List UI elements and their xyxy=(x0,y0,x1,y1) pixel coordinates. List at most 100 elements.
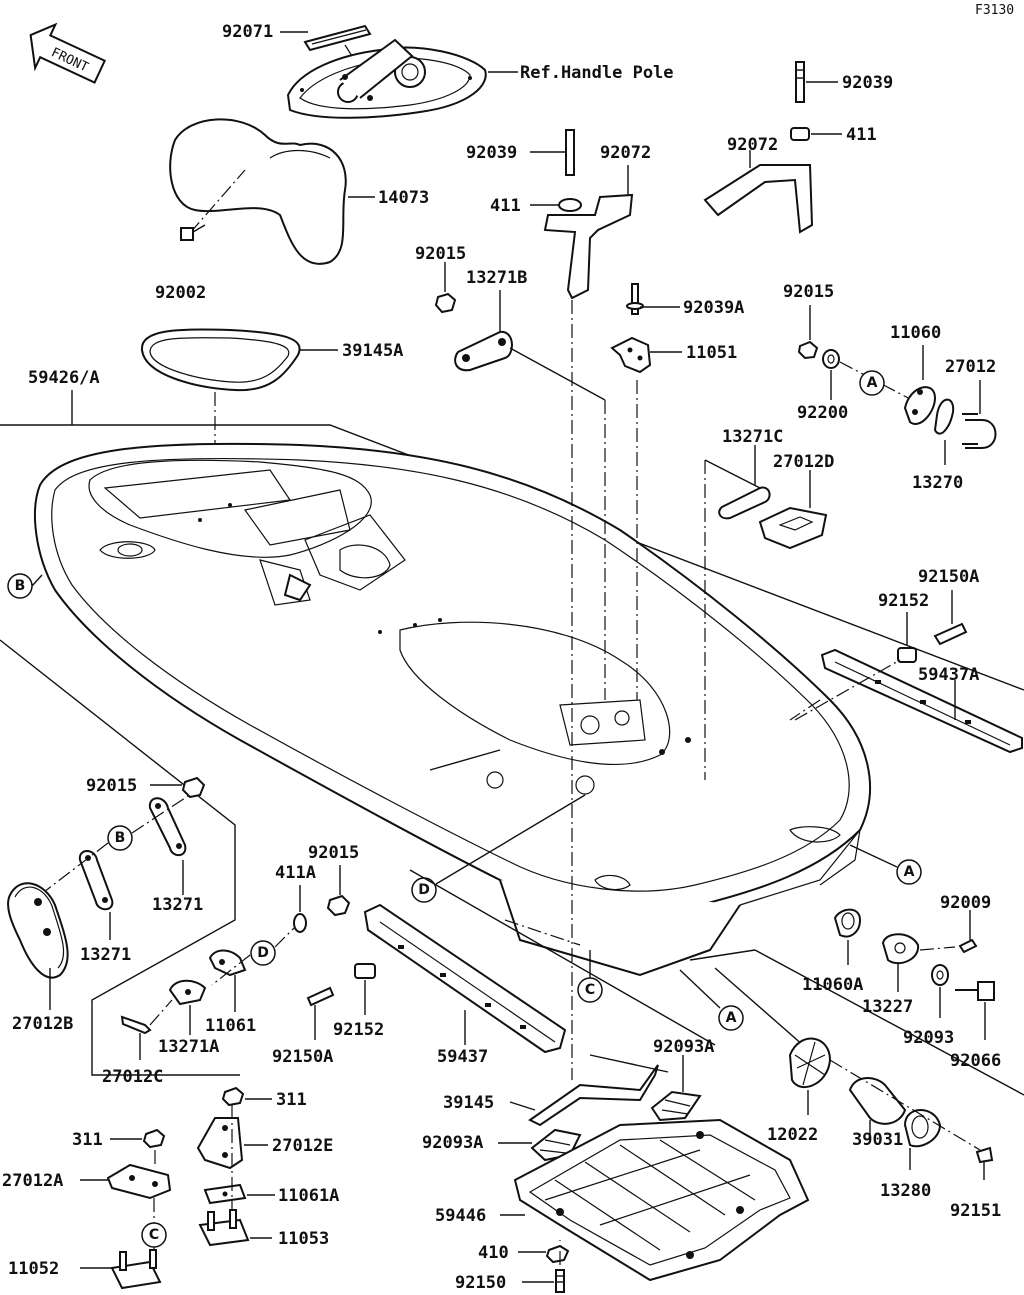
collar-92152-center xyxy=(354,963,376,979)
plate-11061 xyxy=(208,949,247,977)
marker-C-left: C xyxy=(141,1222,167,1248)
nut-92015-left xyxy=(181,776,206,799)
label-92150A-center: 92150A xyxy=(272,1047,333,1067)
bolt-92150 xyxy=(555,1269,565,1293)
seal-39145 xyxy=(528,1054,669,1127)
bolt-92039A xyxy=(626,283,644,315)
screw-92002 xyxy=(180,224,206,241)
svg-text:A: A xyxy=(867,375,878,391)
label-92151: 92151 xyxy=(950,1201,1001,1221)
gasket-13271A xyxy=(168,979,207,1006)
plate-13271-a xyxy=(148,797,187,857)
label-13271B: 13271B xyxy=(466,268,527,288)
nut-92015-center xyxy=(326,894,351,917)
label-411-mid: 411 xyxy=(490,196,521,216)
cover-11060A xyxy=(833,908,862,938)
label-27012D: 27012D xyxy=(773,452,834,472)
label-27012B: 27012B xyxy=(12,1014,73,1034)
label-13271C: 13271C xyxy=(722,427,783,447)
stud-11053 xyxy=(198,1209,250,1247)
fitting-13227 xyxy=(881,933,920,965)
label-92002: 92002 xyxy=(155,283,206,303)
svg-text:A: A xyxy=(726,1010,737,1026)
marker-A-top: A xyxy=(859,370,885,396)
nut-311-b xyxy=(142,1128,166,1149)
seal-39145A xyxy=(140,328,301,392)
screw-92009 xyxy=(958,938,978,954)
handle-pole-cover xyxy=(286,38,487,119)
label-11053: 11053 xyxy=(278,1229,329,1249)
clip-27012C xyxy=(120,1015,152,1035)
collar-92152-right xyxy=(897,647,917,663)
label-13270: 13270 xyxy=(912,473,963,493)
label-92152-right: 92152 xyxy=(878,591,929,611)
washer-411A xyxy=(293,913,307,933)
part-92071-strip xyxy=(303,24,372,52)
ubolt-27012 xyxy=(962,413,997,449)
marker-B-left-mid: B xyxy=(107,825,133,851)
label-11061: 11061 xyxy=(205,1016,256,1036)
nut-92015-right xyxy=(797,340,819,360)
label-92152-center: 92152 xyxy=(333,1020,384,1040)
marker-A-right: A xyxy=(849,844,922,885)
cover-27012B xyxy=(7,882,69,979)
bracket-92072-mid xyxy=(543,193,634,300)
label-311-b: 311 xyxy=(72,1130,103,1150)
label-12022: 12022 xyxy=(767,1125,818,1145)
label-14073: 14073 xyxy=(378,188,429,208)
label-13271A: 13271A xyxy=(158,1037,219,1057)
label-13271-b: 13271 xyxy=(80,945,131,965)
bolt-92150A-center xyxy=(306,986,335,1007)
label-92015-top: 92015 xyxy=(415,244,466,264)
washer-92093 xyxy=(931,964,949,986)
label-27012C: 27012C xyxy=(102,1067,163,1087)
label-13227: 13227 xyxy=(862,997,913,1017)
nut-410 xyxy=(545,1244,570,1264)
bolt-92150A-right xyxy=(933,622,968,646)
nut-411-mid xyxy=(558,198,582,212)
label-92071: 92071 xyxy=(222,22,273,42)
pad-92093A-top xyxy=(650,1090,702,1122)
label-59437A: 59437A xyxy=(918,665,979,685)
nut-411-top xyxy=(790,127,810,141)
plate-13271C xyxy=(718,486,771,520)
label-92093A-mid: 92093A xyxy=(422,1133,483,1153)
svg-text:A: A xyxy=(904,864,915,880)
svg-text:B: B xyxy=(15,578,26,594)
grate-59446 xyxy=(513,1118,810,1282)
screw-92151 xyxy=(975,1146,994,1164)
label-92039A: 92039A xyxy=(683,298,744,318)
duct-39031 xyxy=(848,1077,907,1125)
plate-11061A xyxy=(203,1183,247,1205)
bracket-27012E xyxy=(196,1117,244,1170)
label-92093: 92093 xyxy=(903,1028,954,1048)
screen-12022 xyxy=(788,1037,832,1089)
bolt-92039-top xyxy=(795,61,805,103)
label-13271-a: 13271 xyxy=(152,895,203,915)
label-411A: 411A xyxy=(275,863,316,883)
svg-text:C: C xyxy=(585,982,595,998)
label-59446: 59446 xyxy=(435,1206,486,1226)
label-92066: 92066 xyxy=(950,1051,1001,1071)
washer-92200 xyxy=(822,349,840,369)
label-39145A: 39145A xyxy=(342,341,403,361)
label-92015-center: 92015 xyxy=(308,843,359,863)
label-59426A: 59426/A xyxy=(28,368,100,388)
label-92150A-right: 92150A xyxy=(918,567,979,587)
marker-C-center: C xyxy=(577,977,603,1003)
label-13280: 13280 xyxy=(880,1181,931,1201)
label-59437: 59437 xyxy=(437,1047,488,1067)
rail-59437A xyxy=(820,648,1023,754)
marker-D-hull: D xyxy=(411,877,437,903)
svg-text:B: B xyxy=(115,830,126,846)
plate-13271-b xyxy=(78,850,114,911)
label-27012E: 27012E xyxy=(272,1136,333,1156)
label-92039-mid: 92039 xyxy=(466,143,517,163)
bracket-27012A xyxy=(106,1163,172,1200)
label-39031: 39031 xyxy=(852,1130,903,1150)
stud-11052 xyxy=(110,1249,162,1290)
label-311-a: 311 xyxy=(276,1090,307,1110)
label-92015-right: 92015 xyxy=(783,282,834,302)
label-92015-left: 92015 xyxy=(86,776,137,796)
